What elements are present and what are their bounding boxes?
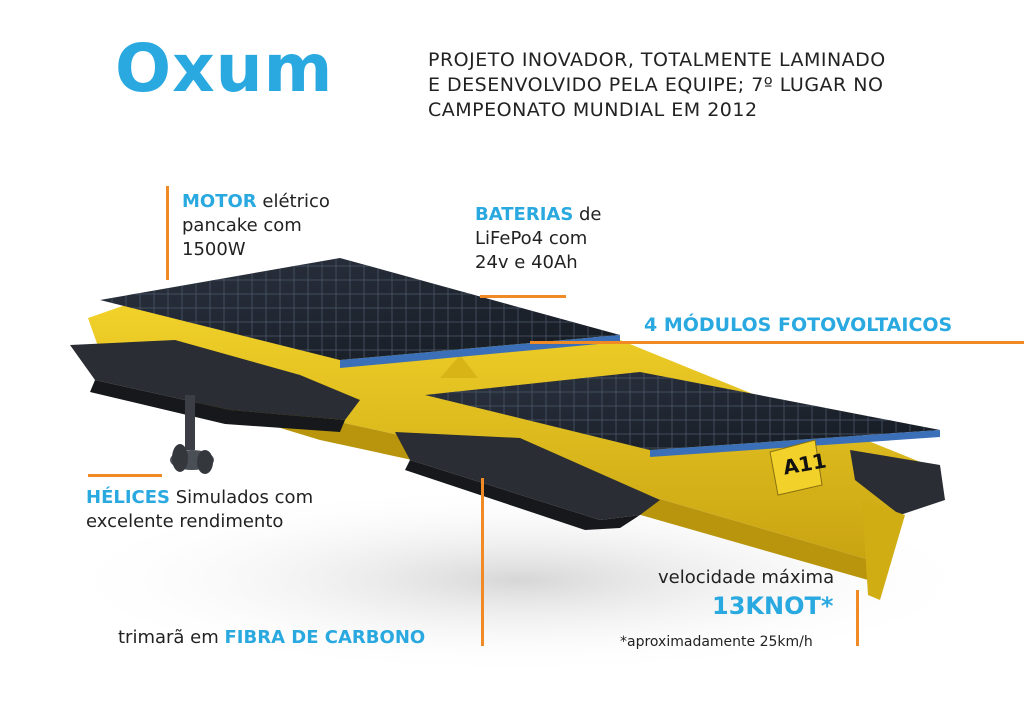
helices-highlight: HÉLICES: [86, 487, 170, 508]
helices-callout-line: [88, 474, 162, 477]
propeller-icon: [170, 444, 214, 474]
page-title: Oxum: [115, 30, 334, 107]
headline-line: PROJETO INOVADOR, TOTALMENTE LAMINADO: [428, 49, 886, 71]
motor-text: 1500W: [182, 239, 246, 260]
right-pontoon-bottom: [405, 460, 640, 530]
trimara-text: trimarã em: [118, 627, 225, 648]
headline-line: E DESENVOLVIDO PELA EQUIPE; 7º LUGAR NO: [428, 74, 884, 96]
velocidade-note: *aproximadamente 25km/h: [620, 634, 813, 650]
motor-label: MOTOR elétrico pancake com 1500W: [182, 190, 330, 262]
headline: PROJETO INOVADOR, TOTALMENTE LAMINADO E …: [428, 48, 988, 123]
trimara-highlight: FIBRA DE CARBONO: [224, 627, 426, 648]
center-support: [440, 355, 478, 378]
solar-panel-rear: [425, 372, 940, 457]
rear-float: [850, 450, 945, 515]
right-pontoon: [395, 432, 660, 520]
helices-label: HÉLICES Simulados com excelente rendimen…: [86, 486, 313, 534]
trimara-label: trimarã em FIBRA DE CARBONO: [118, 626, 425, 650]
motor-text: elétrico: [256, 191, 330, 212]
boat-tag: [769, 439, 823, 496]
propeller-strut: [185, 395, 195, 450]
main-hull: [88, 300, 940, 560]
trimara-callout-line: [481, 478, 484, 646]
velocidade-label: velocidade máxima: [658, 567, 835, 588]
headline-line: CAMPEONATO MUNDIAL EM 2012: [428, 99, 758, 121]
motor-highlight: MOTOR: [182, 191, 257, 212]
keel-fin: [862, 500, 905, 600]
baterias-text: 24v e 40Ah: [475, 252, 578, 273]
motor-callout-line: [166, 186, 169, 280]
left-pontoon-bottom: [90, 380, 345, 432]
baterias-highlight: BATERIAS: [475, 204, 574, 225]
baterias-label: BATERIAS de LiFePo4 com 24v e 40Ah: [475, 203, 602, 275]
modulos-label: 4 MÓDULOS FOTOVOLTAICOS: [644, 314, 953, 336]
helices-text: excelente rendimento: [86, 511, 284, 532]
velocidade-callout-line: [856, 590, 859, 646]
modulos-callout-line: [530, 341, 1024, 344]
baterias-text: de: [573, 204, 602, 225]
motor-text: pancake com: [182, 215, 302, 236]
helices-text: Simulados com: [170, 487, 314, 508]
velocidade-value: 13KNOT*: [712, 592, 834, 620]
baterias-callout-line: [480, 295, 566, 298]
left-pontoon: [70, 340, 360, 420]
baterias-text: LiFePo4 com: [475, 228, 588, 249]
